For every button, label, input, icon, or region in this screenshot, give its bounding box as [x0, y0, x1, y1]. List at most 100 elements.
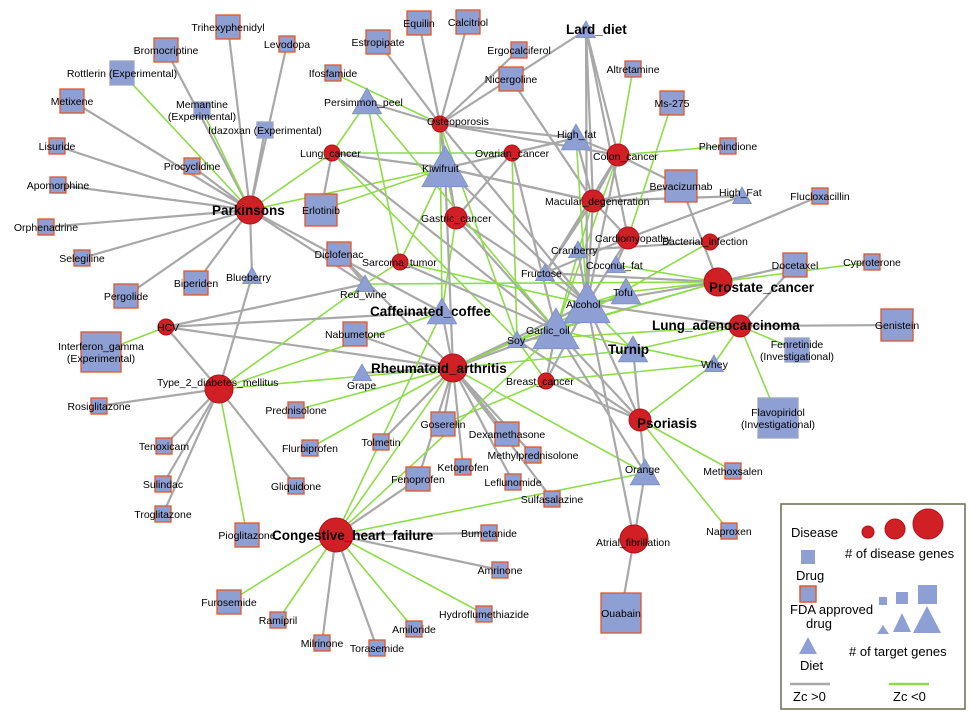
drug-node-furosemide: [216, 589, 242, 615]
edge-ovarian-gastric: [454, 151, 514, 220]
label-turnip: Turnip: [608, 342, 649, 357]
edge-parkinsons-bromo: [164, 48, 252, 212]
edge-psoriasis-whey: [639, 363, 715, 421]
drug-node-sulfasalazine: [543, 490, 561, 508]
label-blueberry: Blueberry: [226, 272, 272, 284]
label-flucloxacillin: Flucloxacillin: [790, 191, 850, 203]
label-memantine: Memantine(Experimental): [168, 99, 236, 123]
label-erlotinib: Erlotinib: [302, 205, 340, 217]
legend-diet-label: Diet: [800, 658, 824, 673]
disease-node-psoriasis: [628, 408, 652, 432]
edge-psoriasis-methoxsalen: [639, 419, 734, 472]
label-phenindione: Phenindione: [699, 141, 758, 153]
label-bevacizumab: Bevacizumab: [649, 181, 712, 193]
label-torasemide: Torasemide: [350, 643, 404, 655]
edge-cardiomyopathy-lard: [584, 28, 630, 240]
edge-prostate-fructose: [543, 271, 720, 284]
label-line-fenretinide-0: Fenretinide: [771, 339, 824, 351]
edge-ovarian-garlic: [510, 151, 558, 332]
edge-phenindione-colon: [617, 145, 729, 156]
diet-node-turnip: [617, 335, 649, 363]
edge-t2d-redwine: [218, 283, 366, 390]
edge-chf-caffeinated: [335, 311, 443, 536]
drug-node-nicergoline: [498, 66, 524, 92]
label-ramipril: Ramipril: [259, 615, 298, 627]
drug-node-tenoxicam: [155, 437, 173, 455]
diet-node-whey: [703, 354, 725, 373]
drug-node-ergocalciferol: [510, 41, 528, 59]
edge-rheumatoid-flurbiprofen: [309, 367, 454, 449]
label-kiwifruit: Kiwifruit: [422, 163, 459, 175]
drug-node-estropipate: [365, 29, 391, 55]
edge-chf-torasemide: [334, 533, 379, 650]
label-grape: Grape: [347, 380, 376, 392]
edge-rheumatoid-kiwifruit: [443, 166, 455, 370]
legend-fda-label-1: FDA approved: [790, 602, 873, 617]
edge-parkinsons-kiwifruit: [249, 167, 446, 211]
legend-disease-circle-large: [912, 508, 944, 540]
edge-rheumatoid-orange: [452, 367, 646, 474]
edge-psoriasis-soy: [515, 338, 642, 422]
disease-node-lungadeno: [728, 314, 752, 338]
label-rosiglitazone: Rosiglitazone: [67, 401, 130, 413]
legend-target-square-medium: [896, 592, 908, 604]
drug-node-methoxsalen: [724, 462, 742, 480]
disease-node-atrial: [619, 524, 649, 554]
label-ms275: Ms-275: [654, 98, 689, 110]
edge-erlotinib-kiwifruit: [320, 167, 446, 211]
label-docetaxel: Docetaxel: [772, 260, 819, 272]
legend-disease-circle-small: [861, 525, 875, 539]
drug-node-ouabain: [600, 592, 642, 634]
edge-colon-altretamine: [617, 68, 634, 156]
label-tolmetin: Tolmetin: [361, 437, 400, 449]
label-lisuride: Lisuride: [39, 141, 76, 153]
label-amrinone: Amrinone: [478, 565, 523, 577]
label-metixene: Metixene: [51, 96, 94, 108]
label-pergolide: Pergolide: [104, 291, 149, 303]
edge-osteoporosis-ifosfamide: [332, 72, 441, 125]
edge-chf-milrinone: [320, 533, 338, 645]
label-estropipate: Estropipate: [351, 37, 404, 49]
legend-zc-neg-label: Zc <0: [893, 689, 926, 704]
edge-t2d-sulindac: [161, 387, 221, 486]
label-garlic: Garlic_oil: [526, 325, 570, 337]
edge-cardiomyopathy-highfat2: [626, 194, 744, 240]
drug-node-trihexy: [215, 14, 241, 40]
disease-node-ovarian: [503, 144, 521, 162]
edge-rheumatoid-diclofenac: [337, 252, 455, 370]
legend-disease-label: Disease: [791, 525, 838, 540]
drug-node-biperiden: [183, 270, 209, 296]
disease-node-gastric: [444, 206, 468, 230]
legend-target-genes-label: # of target genes: [849, 644, 947, 659]
drug-node-amiloride: [405, 620, 423, 638]
edge-hcv-redwine: [164, 282, 367, 329]
drug-node-selegiline: [73, 249, 91, 267]
label-sarcoma: Sarcoma_tumor: [362, 257, 437, 269]
label-whey: Whey: [701, 359, 729, 371]
edge-chf-furosemide: [228, 534, 337, 603]
edge-t2d-troglitazone: [161, 387, 221, 516]
edge-osteoporosis-highfat: [438, 122, 578, 140]
label-bumetanide: Bumetanide: [461, 528, 517, 540]
edge-osteoporosis-calcitriol: [438, 20, 470, 126]
edge-osteoporosis-estropipate: [376, 40, 442, 126]
diet-node-persimmon: [351, 87, 383, 115]
edge-rheumatoid-hcv: [164, 325, 455, 370]
legend-frame: [780, 503, 966, 710]
legend-target-square-small: [879, 597, 887, 605]
label-selegiline: Selegiline: [59, 253, 105, 265]
label-genistein: Genistein: [875, 320, 920, 332]
edge-rheumatoid-nabumetone: [353, 332, 455, 370]
label-tenoxicam: Tenoxicam: [139, 441, 189, 453]
label-line-flavopiridol-1: (Investigational): [741, 419, 815, 431]
label-osteoporosis: Osteoporosis: [427, 116, 489, 128]
label-calcitriol: Calcitriol: [448, 17, 488, 29]
diet-node-redwine: [354, 274, 376, 293]
label-highfat2: High_Fat: [719, 187, 762, 199]
label-altretamine: Altretamine: [606, 64, 659, 76]
edge-lungadeno-alcohol: [585, 302, 742, 328]
disease-node-macular: [581, 189, 605, 213]
label-biperiden: Biperiden: [174, 278, 219, 290]
label-troglitazone: Troglitazone: [134, 509, 192, 521]
